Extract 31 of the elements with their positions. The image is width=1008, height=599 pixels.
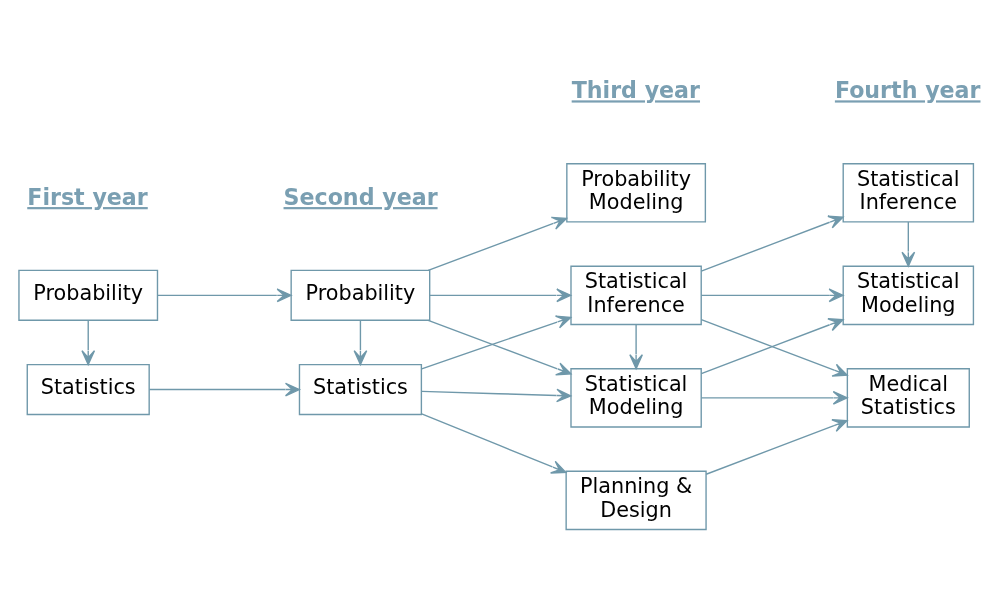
arrow xyxy=(427,216,567,272)
label: First year xyxy=(26,184,148,211)
arrow xyxy=(420,413,567,474)
node-box: Statistical Inference xyxy=(842,163,974,223)
arrow xyxy=(428,288,571,303)
node-box: Statistics xyxy=(298,363,422,416)
arrow xyxy=(80,320,95,366)
label: Fourth year xyxy=(834,77,980,104)
arrow xyxy=(700,215,844,272)
node-box: Probability xyxy=(17,269,158,321)
arrow xyxy=(148,382,300,397)
arrow xyxy=(700,288,844,303)
node-box: Medical Statistics xyxy=(846,368,970,428)
node-box: Statistical Modeling xyxy=(842,265,974,326)
node-box: Probability xyxy=(289,269,430,321)
node-box: Statistics xyxy=(26,363,150,416)
label: Second year xyxy=(283,184,438,211)
label: Third year xyxy=(571,77,700,104)
arrow xyxy=(700,390,848,405)
arrow xyxy=(156,288,292,303)
arrow xyxy=(704,419,848,475)
arrow xyxy=(628,323,643,370)
arrow xyxy=(420,388,571,403)
node-box: Statistical Modeling xyxy=(569,368,702,428)
node-box: Probability Modeling xyxy=(565,163,706,223)
arrow xyxy=(900,221,915,267)
arrow xyxy=(420,315,571,370)
arrow xyxy=(353,320,367,366)
node-box: Planning & Design xyxy=(564,470,707,531)
node-box: Statistical Inference xyxy=(569,265,702,326)
arrow xyxy=(427,319,572,376)
